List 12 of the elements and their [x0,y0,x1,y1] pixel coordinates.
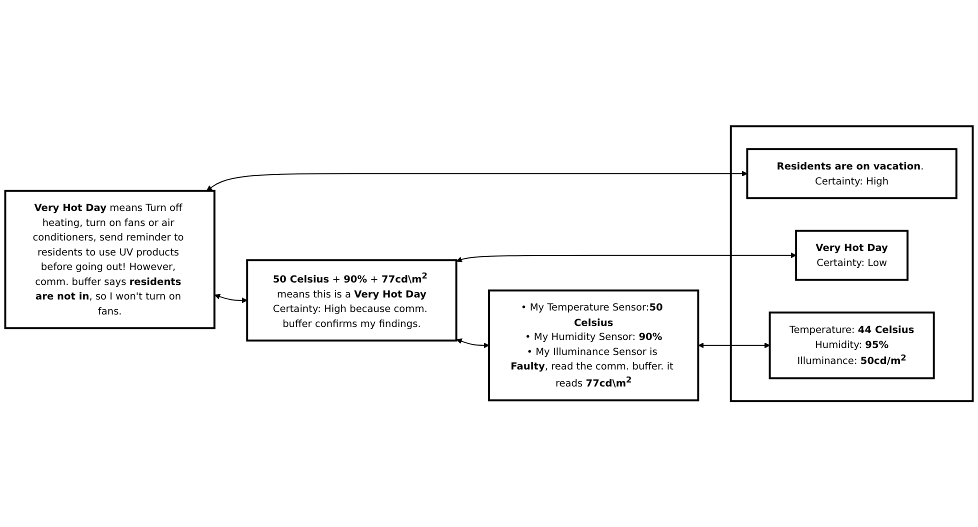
cluster [730,125,974,402]
arrow [214,294,248,304]
node-box: • My Temperature Sensor:50 Celsius • My Humidity Sensor: 90% • My Illuminance Sensor is Faulty, read the comm. buffer. it reads 77cd\m$^{2}$ [488,289,700,402]
node-box: Very Hot Day Certainty: Low [795,230,909,281]
node-box: 50 Celsius + 90% + 77cd\m$^{2}$ means this is a Very Hot Day Certainty: High because comm. buffer confirms my findings. [246,259,458,342]
node-box: Very Hot Day means Turn off heating, turn on fans or air conditioners, send reminder to residents to use UV products before going out! However, comm. buffer says residents are not in, so I won't turn on fans. [4,190,216,329]
arrow [698,342,770,348]
node-box: Temperature: 44 Celsius Humidity: 95% Illuminance: 50cd/m$^{2}$ [768,311,935,380]
arrow [456,252,796,262]
arrow [456,338,490,348]
arrow [206,170,748,191]
node-box: Residents are on vacation. Certainty: High [746,148,958,199]
